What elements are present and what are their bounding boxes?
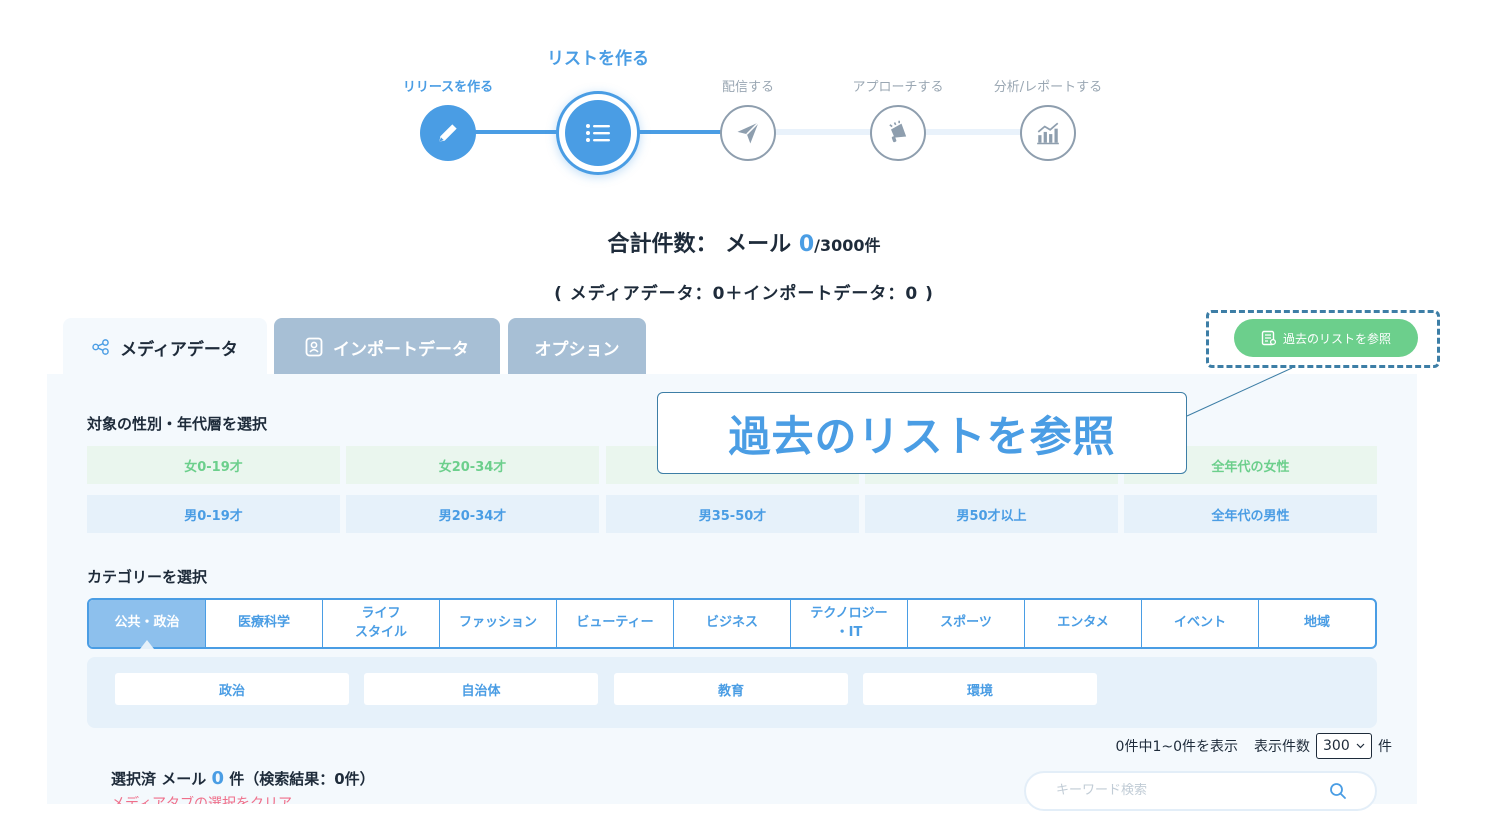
- category-tabs: 公共・政治 医療科学 ライフ スタイル ファッション ビューティー ビジネス テ…: [87, 598, 1377, 649]
- share-nodes-icon: [92, 339, 109, 355]
- category-business[interactable]: ビジネス: [674, 600, 791, 647]
- total-count-value: 0: [798, 232, 815, 257]
- category-fashion[interactable]: ファッション: [440, 600, 557, 647]
- step-create-release[interactable]: [420, 105, 476, 161]
- gender-female-0-19[interactable]: 女0-19才: [87, 446, 340, 484]
- step-label-create-release: リリースを作る: [402, 80, 494, 95]
- tab-media-data[interactable]: メディアデータ: [63, 318, 267, 376]
- per-page-unit: 件: [1378, 739, 1392, 755]
- gender-female-20-34[interactable]: 女20-34才: [346, 446, 599, 484]
- total-count: 合計件数： メール 0/3000件: [0, 226, 1488, 258]
- selected-prefix: 選択済 メール: [111, 770, 212, 788]
- step-distribute[interactable]: [720, 105, 776, 161]
- stepper-line-current: [598, 130, 748, 134]
- selected-count: 選択済 メール 0 件（検索結果：0件）: [111, 768, 375, 789]
- gender-male-all-ages[interactable]: 全年代の男性: [1124, 495, 1377, 533]
- chevron-down-icon: [1356, 743, 1365, 749]
- keyword-search-input[interactable]: [1056, 783, 1316, 798]
- tab-options-label: オプション: [534, 339, 620, 360]
- tab-import-data-label: インポートデータ: [333, 339, 469, 360]
- category-sports[interactable]: スポーツ: [908, 600, 1025, 647]
- search-icon[interactable]: [1329, 782, 1347, 800]
- total-label: 合計件数： メール: [607, 232, 799, 257]
- tab-media-data-label: メディアデータ: [120, 339, 238, 360]
- step-analyze-report[interactable]: [1020, 105, 1076, 161]
- selected-suffix: 件（検索結果：0件）: [223, 770, 375, 788]
- step-label-approach: アプローチする: [852, 80, 944, 95]
- step-label-create-list: リストを作る: [547, 49, 649, 69]
- past-list-button[interactable]: 過去のリストを参照: [1234, 319, 1418, 357]
- per-page-select[interactable]: 300: [1316, 733, 1372, 759]
- document-list-icon: [1261, 330, 1277, 346]
- category-public-politics[interactable]: 公共・政治: [89, 600, 206, 647]
- subcategory-politics[interactable]: 政治: [115, 673, 349, 705]
- gender-male-35-50[interactable]: 男35-50才: [606, 495, 859, 533]
- category-event[interactable]: イベント: [1142, 600, 1259, 647]
- tab-import-data[interactable]: インポートデータ: [274, 318, 500, 376]
- category-title: カテゴリーを選択: [87, 568, 208, 586]
- list-icon: [586, 124, 610, 142]
- pencil-icon: [439, 124, 457, 142]
- category-entertainment[interactable]: エンタメ: [1025, 600, 1142, 647]
- subcategory-environment[interactable]: 環境: [863, 673, 1097, 705]
- stepper-line-done: [448, 130, 598, 134]
- clear-media-selection-link[interactable]: メディアタブの選択をクリア: [111, 796, 293, 804]
- total-max: /3000: [814, 236, 865, 255]
- subcategory-local-government[interactable]: 自治体: [364, 673, 598, 705]
- step-label-distribute: 配信する: [721, 80, 775, 95]
- category-region[interactable]: 地域: [1303, 615, 1330, 631]
- per-page-value: 300: [1323, 738, 1350, 754]
- gender-male-50-plus[interactable]: 男50才以上: [865, 495, 1118, 533]
- gender-age-title: 対象の性別・年代層を選択: [87, 415, 268, 433]
- paper-plane-icon: [737, 121, 760, 144]
- step-create-list[interactable]: [556, 91, 640, 175]
- subcategory-education[interactable]: 教育: [614, 673, 848, 705]
- callout-past-list: 過去のリストを参照: [657, 392, 1187, 474]
- gender-male-20-34[interactable]: 男20-34才: [346, 495, 599, 533]
- megaphone-icon: [889, 120, 907, 143]
- bar-chart-icon: [1037, 122, 1059, 145]
- tab-options[interactable]: オプション: [508, 318, 646, 376]
- category-technology-it[interactable]: テクノロジー ・IT: [791, 600, 908, 647]
- past-list-button-label: 過去のリストを参照: [1282, 331, 1391, 346]
- per-page-label: 表示件数: [1254, 739, 1310, 755]
- category-lifestyle[interactable]: ライフ スタイル: [323, 600, 440, 647]
- category-pointer: [140, 640, 154, 649]
- category-medical-science[interactable]: 医療科学: [206, 600, 323, 647]
- contact-card-icon: [305, 337, 323, 357]
- total-breakdown: ( メディアデータ：0＋インポートデータ：0 ): [554, 284, 934, 304]
- step-label-analyze-report: 分析/レポートする: [993, 80, 1103, 95]
- selected-count-value: 0: [211, 768, 224, 789]
- keyword-search: [1024, 771, 1377, 811]
- category-beauty[interactable]: ビューティー: [557, 600, 674, 647]
- result-pager: 0件中1~0件を表示 表示件数 300 件: [1116, 733, 1392, 759]
- result-summary: 0件中1~0件を表示: [1115, 739, 1238, 755]
- step-approach[interactable]: [870, 105, 926, 161]
- progress-stepper: リリースを作る リストを作る 配信する アプローチする: [0, 0, 1488, 200]
- total-unit: 件: [864, 236, 881, 255]
- past-list-highlight-frame: [1206, 310, 1440, 368]
- gender-male-0-19[interactable]: 男0-19才: [87, 495, 340, 533]
